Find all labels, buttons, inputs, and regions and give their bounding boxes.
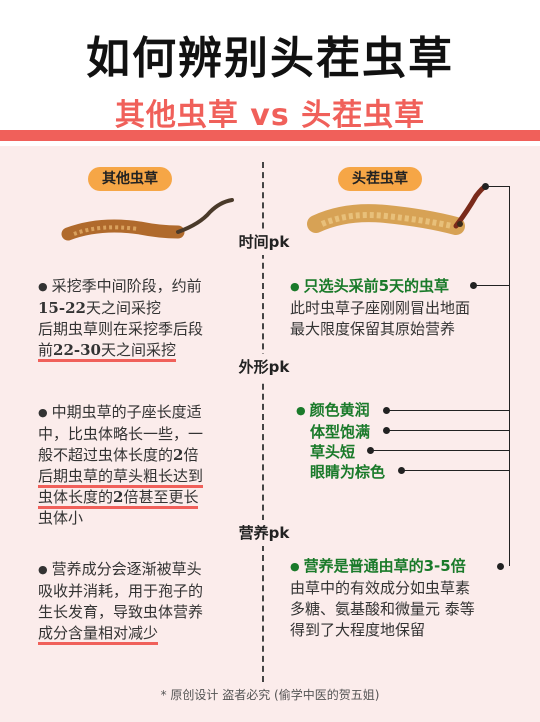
right-time-text: 只选头采前5天的虫草 此时虫草子座刚刚冒出地面 最大限度保留其原始营养 [290, 276, 510, 340]
right-column-label: 头茬虫草 [338, 167, 422, 191]
connector-line-color [387, 410, 510, 411]
connector-dot-body [383, 427, 390, 434]
connector-line-head [371, 450, 510, 451]
footer-copyright: * 原创设计 盗者必究 (偷学中医的贺五姐) [160, 688, 380, 702]
connector-dot-time [470, 282, 477, 289]
left-time-text: 采挖季中间阶段，约前 15-22天之间采挖 后期虫草则在采挖季后段 前22-30… [38, 276, 258, 362]
connector-line-eye [402, 470, 510, 471]
accent-band [0, 130, 540, 141]
left-shape-text: 中期虫草的子座长度适 中，比虫体略长一些，一 般不超过虫体长度的2倍 后期虫草的… [38, 402, 258, 529]
section-nutrition-pk: 营养pk [226, 520, 302, 546]
left-nutrition-text: 营养成分会逐渐被草头 吸收并消耗，用于孢子的 生长发育，导致虫体营养 成分含量相… [38, 559, 258, 645]
connector-dot-eye [398, 467, 405, 474]
connector-line-body [387, 430, 510, 431]
section-time-pk: 时间pk [226, 229, 302, 255]
section-shape-pk: 外形pk [226, 354, 302, 380]
other-cordyceps-image [61, 198, 234, 241]
connector-dot-top [482, 183, 489, 190]
connector-line-time [474, 285, 510, 286]
right-nutrition-text: 营养是普通由草的3-5倍 由草中的有效成分如虫草素 多糖、氨基酸和微量元 泰等 … [290, 556, 520, 641]
right-shape-features: 颜色黄润 体型饱满 草头短 眼睛为棕色 [296, 400, 436, 482]
page-title: 如何辨别头茬虫草 [86, 33, 454, 84]
first-harvest-cordyceps-image [307, 183, 489, 235]
left-column-label: 其他虫草 [88, 167, 172, 191]
connector-dot-head [367, 447, 374, 454]
connector-dot-nutrition [497, 563, 504, 570]
header-area [0, 0, 540, 146]
page-subtitle: 其他虫草 vs 头茬虫草 [114, 98, 426, 133]
connector-dot-color [383, 407, 390, 414]
connector-line-top [486, 186, 510, 187]
connector-line-vertical [509, 186, 510, 566]
center-divider [262, 162, 264, 682]
